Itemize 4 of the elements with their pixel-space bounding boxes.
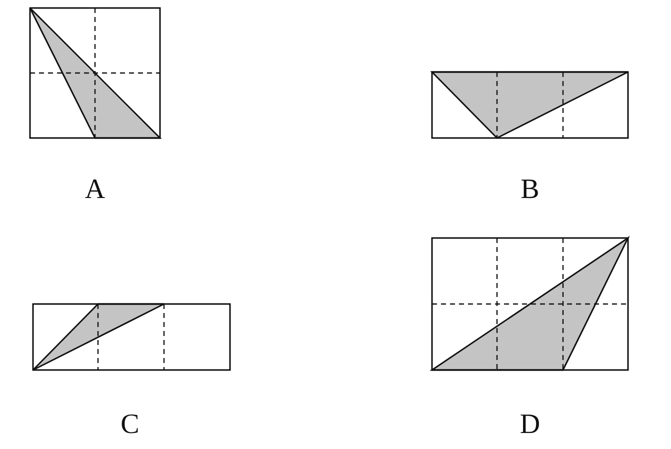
figure-label: A <box>84 176 106 204</box>
figure-label: B <box>520 176 540 204</box>
figure-label: C <box>120 411 140 439</box>
figure-label: D <box>520 411 540 439</box>
